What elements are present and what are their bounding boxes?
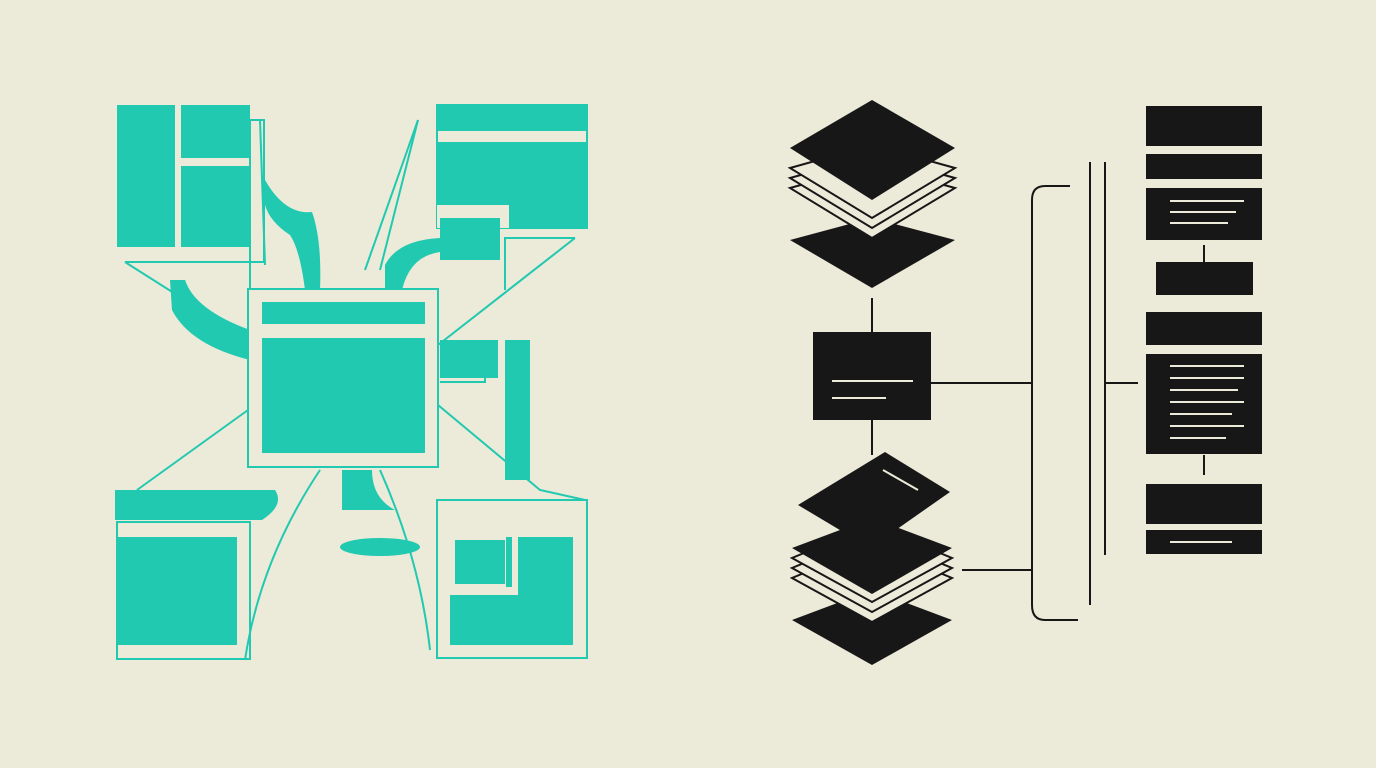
right-stack-illustration xyxy=(787,100,1262,665)
block-8 xyxy=(1146,530,1262,554)
bottom-left-window xyxy=(116,521,251,660)
bottom-right-window xyxy=(436,499,588,659)
teal-outline-lines xyxy=(124,119,586,661)
center-window xyxy=(247,288,439,468)
left-windows-illustration xyxy=(115,104,588,661)
teal-connectors xyxy=(115,180,530,556)
block-2 xyxy=(1146,154,1262,179)
right-column-blocks xyxy=(1146,106,1262,554)
top-layer-stack xyxy=(787,100,958,288)
top-right-window xyxy=(436,104,588,260)
block-4 xyxy=(1156,262,1253,295)
block-7 xyxy=(1146,484,1262,524)
block-1 xyxy=(1146,106,1262,146)
top-left-window xyxy=(117,105,265,263)
block-3 xyxy=(1146,188,1262,240)
center-document-box xyxy=(813,332,931,420)
right-connector-lines xyxy=(871,162,1205,621)
block-6 xyxy=(1146,354,1262,454)
bottom-layer-stack xyxy=(789,452,955,665)
block-5 xyxy=(1146,312,1262,345)
